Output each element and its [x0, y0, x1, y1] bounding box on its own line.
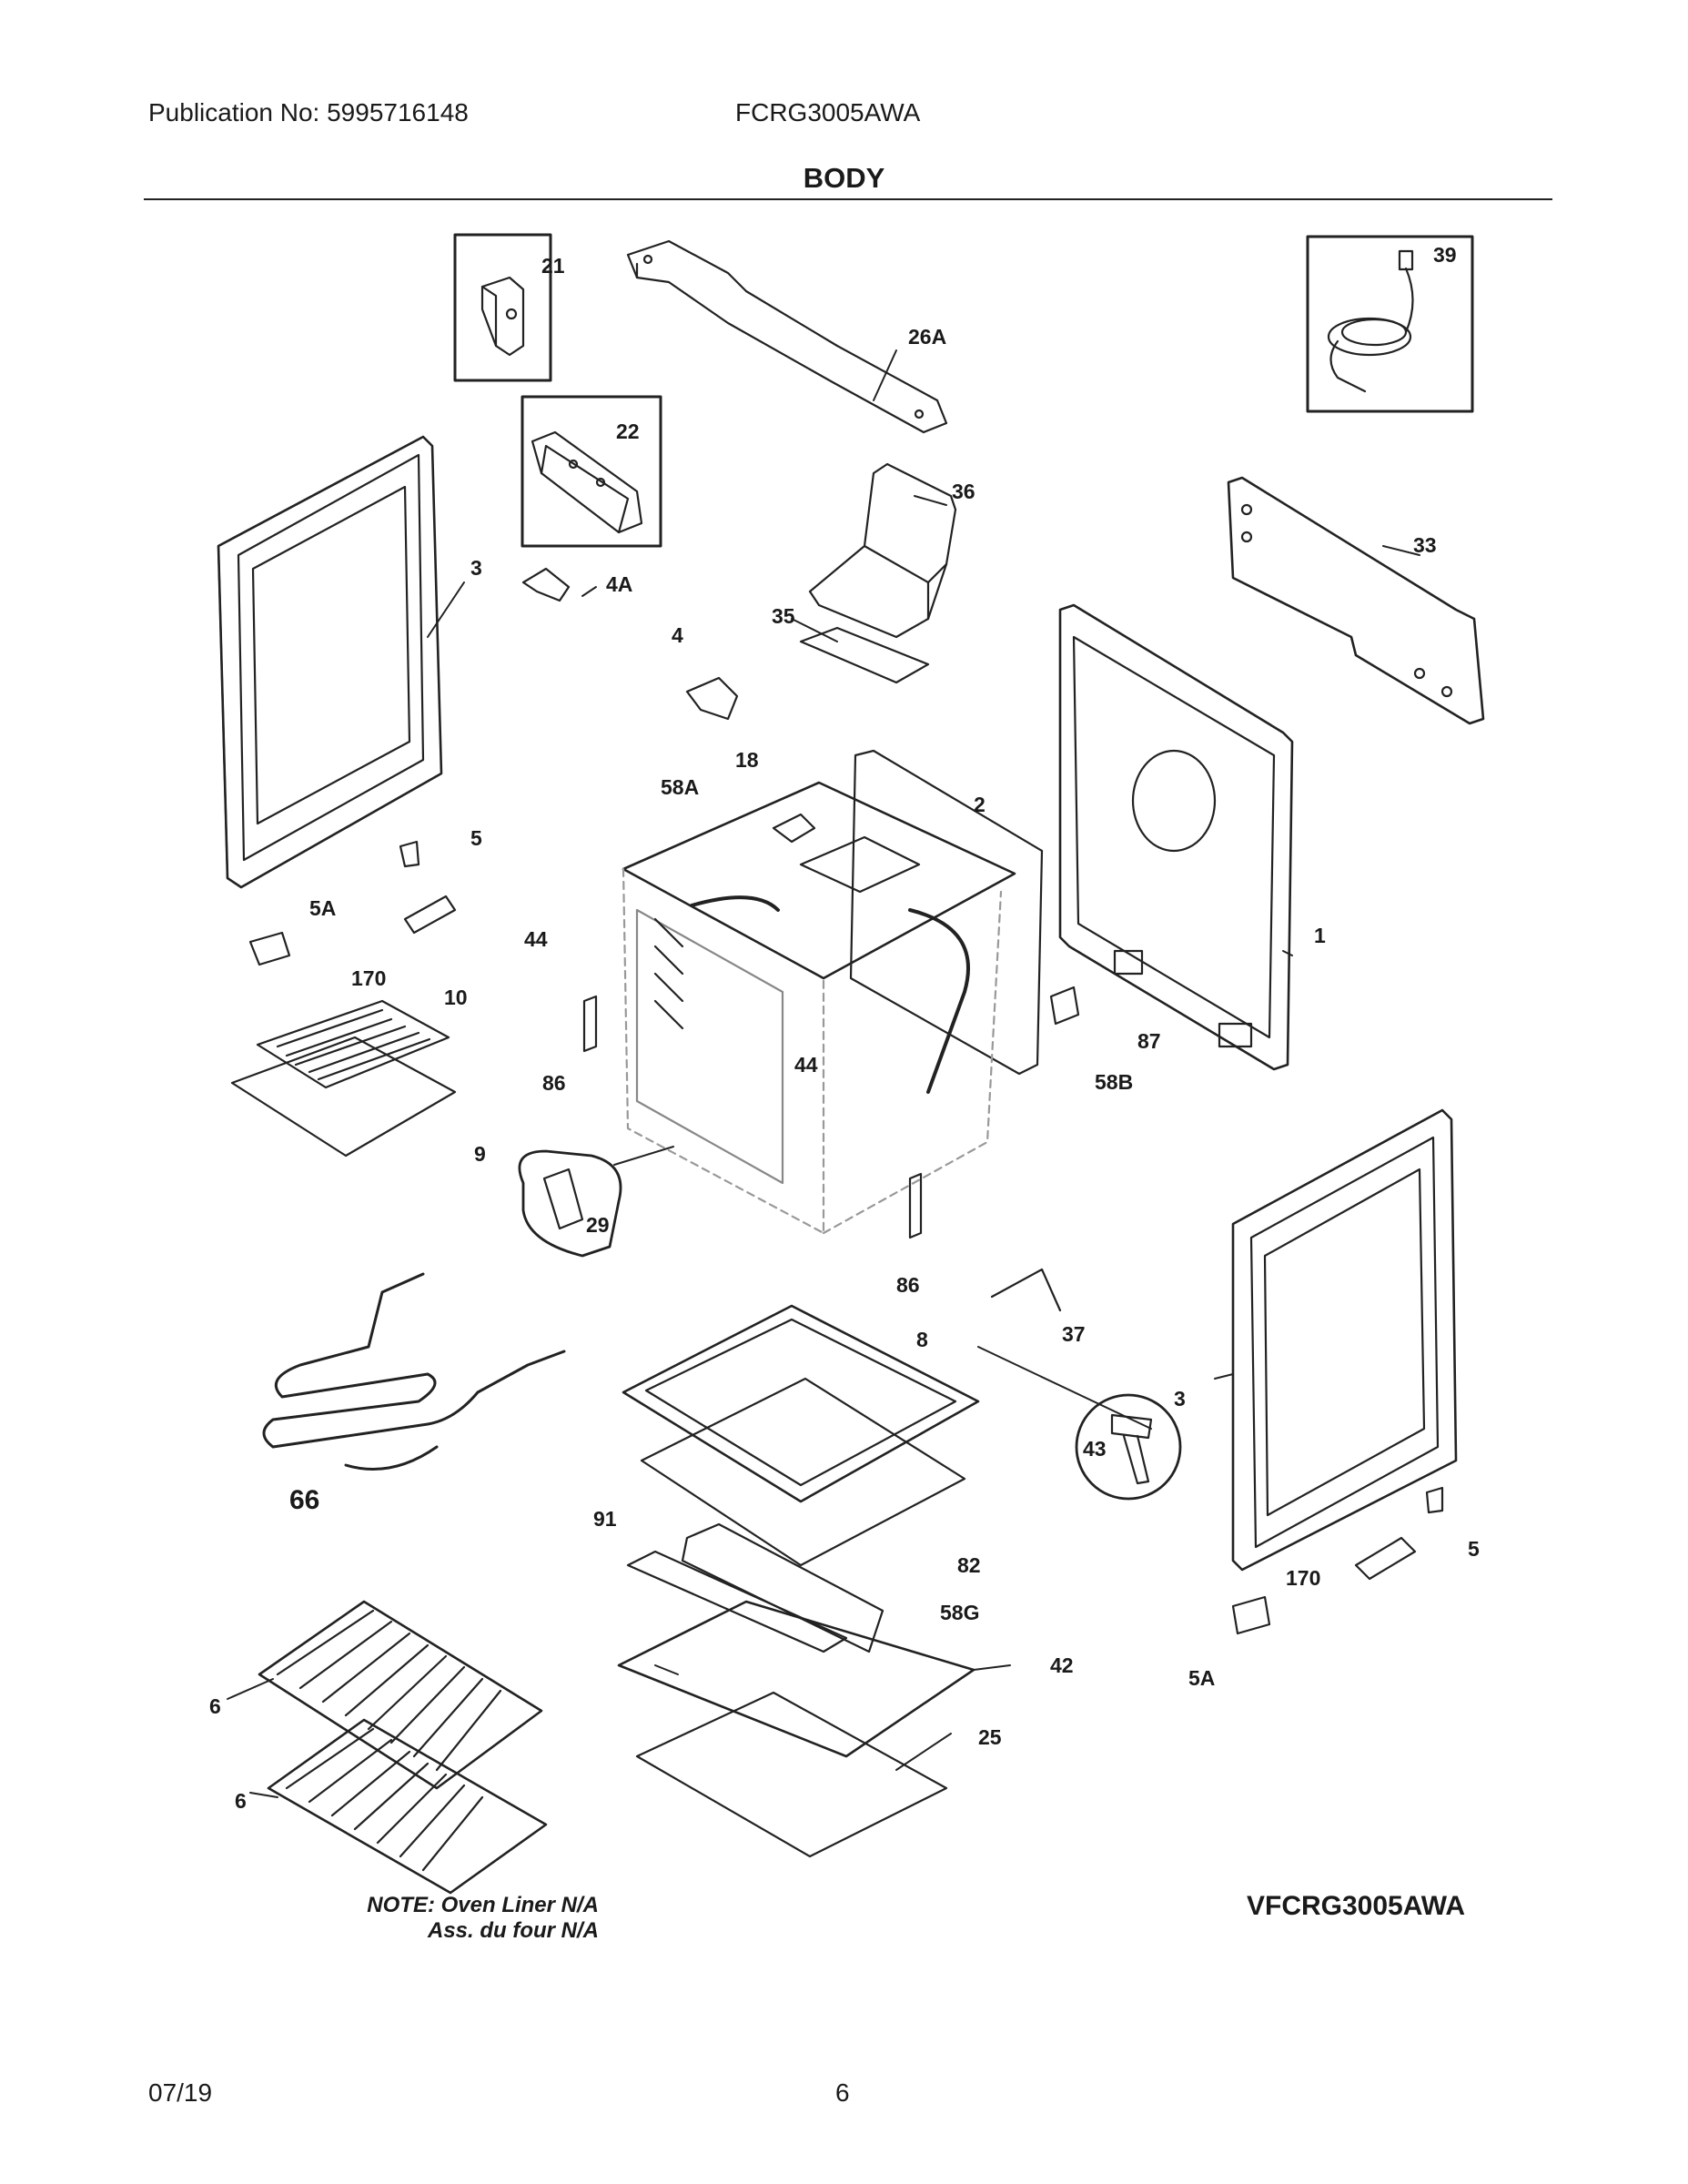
part-25-plate — [635, 1691, 948, 1858]
callout-58g: 58G — [940, 1601, 979, 1624]
part-91-bracket — [626, 1550, 848, 1653]
footer-page-number: 6 — [835, 2078, 850, 2107]
callout-4a: 4A — [606, 572, 632, 596]
part-5a-left — [248, 931, 291, 966]
callout-58b: 58B — [1095, 1070, 1133, 1094]
part-5-left — [399, 840, 420, 868]
part-82-tray — [640, 1377, 966, 1567]
callout-6-upper: 6 — [209, 1694, 221, 1718]
part-1-back-panel — [1058, 603, 1294, 1071]
callout-26a: 26A — [908, 325, 946, 349]
callout-43: 43 — [1083, 1437, 1107, 1461]
part-5a-right — [1231, 1595, 1271, 1635]
callout-21: 21 — [541, 254, 565, 278]
callout-3-right: 3 — [1174, 1387, 1186, 1410]
callout-170-left: 170 — [351, 966, 386, 990]
note-oven-liner-fr: Ass. du four N/A — [427, 1918, 599, 1943]
part-58b-insulation — [849, 749, 1044, 1076]
callout-5-left: 5 — [470, 826, 482, 850]
part-22-inset — [521, 395, 662, 548]
note-oven-liner-en: NOTE: Oven Liner N/A — [367, 1893, 599, 1917]
callout-91: 91 — [593, 1507, 617, 1531]
leader-lines — [227, 349, 1420, 1798]
part-6-rack-lower — [267, 1718, 548, 1895]
callout-82: 82 — [957, 1553, 981, 1577]
part-37-sensor — [990, 1268, 1062, 1312]
part-66-bake-element — [262, 1272, 566, 1471]
callout-25: 25 — [978, 1725, 1002, 1749]
callout-86-right: 86 — [896, 1273, 920, 1297]
callout-86-left: 86 — [542, 1071, 566, 1095]
callout-44-upper: 44 — [524, 927, 548, 951]
callout-10: 10 — [444, 986, 468, 1009]
callout-4: 4 — [672, 623, 683, 647]
footer-date: 07/19 — [148, 2078, 213, 2107]
callout-87: 87 — [1137, 1029, 1161, 1053]
part-58g-insulation — [681, 1522, 884, 1653]
header-rule — [144, 198, 1552, 200]
callout-6-lower: 6 — [235, 1789, 247, 1813]
part-10-broiler-grate — [256, 999, 450, 1089]
part-2-plate — [799, 835, 921, 894]
callout-3-left: 3 — [470, 556, 482, 580]
part-4-bracket — [685, 676, 739, 721]
callout-35: 35 — [772, 604, 795, 628]
oven-cavity — [622, 781, 1016, 1235]
part-18-bracket — [772, 813, 816, 844]
section-title: BODY — [803, 162, 885, 194]
callout-170-right: 170 — [1286, 1566, 1320, 1590]
part-29-inset — [518, 1149, 622, 1258]
part-86-bracket-right — [908, 1172, 923, 1239]
part-9-broiler-pan — [230, 1036, 457, 1158]
part-39-power-cord-inset — [1306, 235, 1474, 413]
diagram-code: VFCRG3005AWA — [1247, 1891, 1466, 1921]
callout-29: 29 — [586, 1213, 610, 1237]
model-number: FCRG3005AWA — [735, 98, 921, 126]
callout-1: 1 — [1314, 924, 1326, 947]
part-35-gasket — [799, 626, 930, 684]
part-21-inset — [453, 233, 552, 382]
part-5-right — [1425, 1486, 1444, 1514]
publication-number: Publication No: 5995716148 — [148, 98, 469, 126]
callout-5a-left: 5A — [309, 896, 336, 920]
callout-5-right: 5 — [1468, 1537, 1480, 1561]
callout-33: 33 — [1413, 533, 1437, 557]
callout-44-lower: 44 — [794, 1053, 818, 1077]
callout-58a: 58A — [661, 775, 699, 799]
callout-36: 36 — [952, 480, 975, 503]
callout-8: 8 — [916, 1328, 928, 1351]
part-36-vent-duct — [808, 462, 957, 639]
part-8-oven-floor — [622, 1304, 980, 1503]
callout-39: 39 — [1433, 243, 1457, 267]
callout-5a-right: 5A — [1188, 1666, 1215, 1690]
part-86-bracket-left — [582, 995, 598, 1053]
part-3-right-side-panel — [1231, 1108, 1458, 1572]
callout-18: 18 — [735, 748, 759, 772]
part-33-back-cover — [1227, 476, 1485, 725]
part-4a-bracket — [521, 567, 571, 602]
part-42-bottom-tray — [617, 1600, 975, 1758]
part-26a-bracket — [626, 239, 948, 434]
callout-labels: 21 26A 39 22 36 33 3 4A 35 4 18 58A 2 5 … — [209, 243, 1480, 1813]
callout-42: 42 — [1050, 1653, 1074, 1677]
callout-66: 66 — [289, 1485, 319, 1515]
part-43-screw-inset — [1075, 1393, 1182, 1501]
part-170-left — [403, 895, 457, 935]
callout-37: 37 — [1062, 1322, 1086, 1346]
part-87-bracket — [1049, 986, 1080, 1026]
callout-22: 22 — [616, 420, 640, 443]
part-170-right — [1354, 1536, 1417, 1581]
callout-9: 9 — [474, 1142, 486, 1166]
part-3-left-side-panel — [217, 435, 443, 889]
callout-2: 2 — [974, 793, 986, 816]
